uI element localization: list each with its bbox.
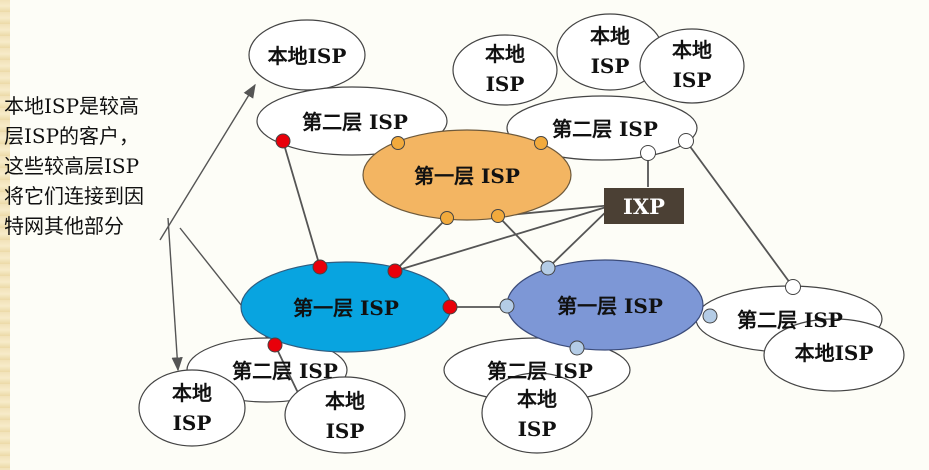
local-isp-top-b-line1: 本地 (590, 24, 630, 48)
caption-line: 将它们连接到因 (4, 184, 144, 208)
local-isp-bottom-left-b (284, 376, 406, 454)
caption-line: 这些较高层ISP (4, 154, 140, 178)
local-isp-bottom-left-b-line1: 本地 (325, 389, 365, 413)
tier2-isp-top-right (506, 95, 698, 161)
local-isp-top-c (639, 28, 745, 104)
caption-line: 特网其他部分 (4, 214, 124, 238)
tier2-isp-bottom-mid-label: 第二层 ISP (487, 359, 593, 383)
caption-line: 层ISP的客户， (4, 124, 140, 148)
node-light-blue (499, 298, 515, 314)
local-isp-right-label: 本地ISP (795, 341, 874, 365)
arrow-to-bottom-left-local-isp (167, 217, 183, 372)
tier1-isp-right-label: 第一层 ISP (557, 294, 663, 318)
tier1-isp-top-label: 第一层 ISP (414, 164, 520, 188)
local-isp-bottom-left-a-line1: 本地 (172, 381, 212, 405)
node-red (387, 263, 403, 279)
local-isp-top-a-line1: 本地 (485, 42, 525, 66)
local-isp-top-c-line1: 本地 (672, 38, 712, 62)
node-light-blue (569, 340, 585, 356)
node-red (442, 299, 458, 315)
connection-nodes (267, 133, 801, 356)
ixp-box: IXP (604, 188, 684, 224)
local-isp-bottom-mid-line1: 本地 (517, 387, 557, 411)
local-isp-bottom-left-a-line2: ISP (173, 411, 212, 435)
hierarchy-caption: 本地ISP是较高 层ISP的客户， 这些较高层ISP 将它们连接到因 特网其他部… (4, 91, 189, 241)
node-orange (534, 136, 548, 150)
node-light-blue (540, 260, 556, 276)
node-orange (440, 211, 454, 225)
local-isp-top-a-line2: ISP (486, 72, 525, 96)
node-orange (391, 136, 405, 150)
decorative-side-strip (0, 0, 10, 470)
local-isp-top-c-line2: ISP (673, 68, 712, 92)
local-isp-top-left (248, 19, 366, 91)
tier2-isp-top-left-label: 第二层 ISP (302, 110, 408, 134)
node-red (312, 259, 328, 275)
local-isp-bottom-mid (481, 372, 593, 454)
tier2-isp-right-label: 第二层 ISP (737, 308, 843, 332)
node-orange (491, 209, 505, 223)
local-isp-bottom-left-a (138, 369, 246, 447)
local-isp-top-a (452, 34, 558, 106)
tier1-isp-left-label: 第一层 ISP (293, 296, 399, 320)
tier2-isp-bottom-left-label: 第二层 ISP (232, 359, 338, 383)
tier1-isp-top (362, 129, 572, 221)
node-red (267, 337, 283, 353)
local-isp-right (763, 318, 905, 392)
node-white (785, 279, 801, 295)
caption-line: 本地ISP是较高 (4, 94, 140, 118)
local-isp-top-b-line2: ISP (591, 54, 630, 78)
local-isp-bottom-mid-line2: ISP (518, 417, 557, 441)
tier2-isp-top-right-label: 第二层 ISP (552, 117, 658, 141)
ixp-label: IXP (623, 194, 665, 219)
local-isp-top-left-label: 本地ISP (268, 44, 347, 68)
local-isp-bottom-left-b-line2: ISP (326, 419, 365, 443)
node-white (678, 133, 694, 149)
node-red (275, 133, 291, 149)
node-white (640, 145, 656, 161)
arrow-to-top-local-isp (159, 83, 256, 241)
node-light-blue (702, 308, 718, 324)
